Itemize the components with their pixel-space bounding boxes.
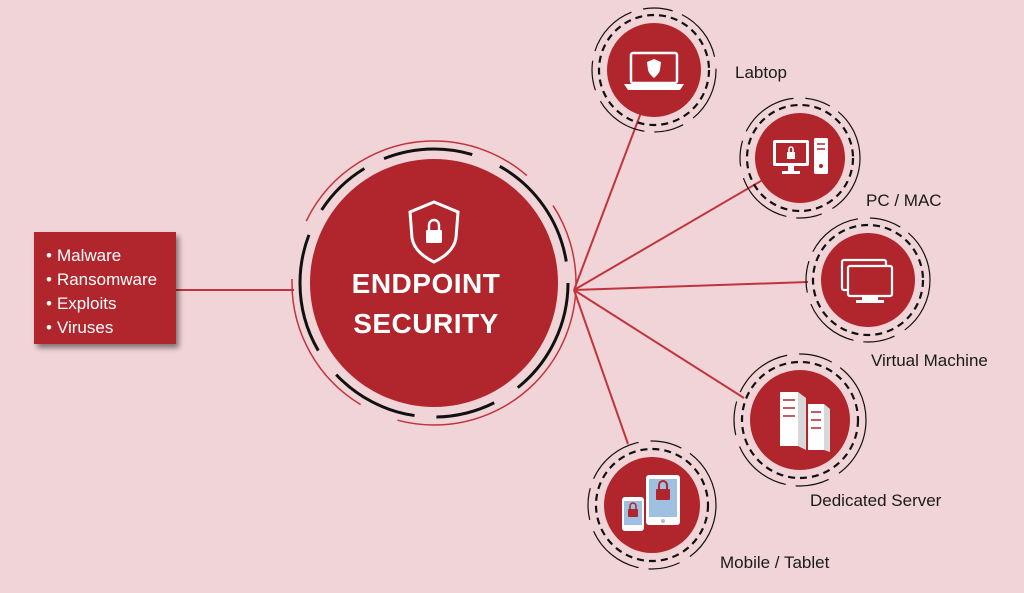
center-title-line1: ENDPOINT [351,268,501,299]
device-node-laptop [591,7,717,133]
connector-lines [176,109,809,445]
mobile-tablet-icon [622,475,680,531]
threats-box: Malware Ransomware Exploits Viruses [34,232,176,344]
server-icon [780,392,830,452]
device-node-pc [739,97,861,219]
shield-lock-icon [408,200,460,264]
laptop-icon [624,51,684,90]
threat-item-malware: Malware [46,244,176,268]
center-title-line2: SECURITY [353,308,499,339]
hub-circle [310,159,558,407]
device-node-server [733,353,867,487]
hub-outer-ring [291,140,577,426]
virtual-machine-icon [840,258,894,303]
device-label-vm: Virtual Machine [871,351,988,370]
device-label-laptop: Labtop [735,63,787,82]
desktop-pc-icon [773,138,828,174]
center-title: ENDPOINT SECURITY [310,264,542,344]
device-node-vm [805,217,931,343]
threat-item-viruses: Viruses [46,316,176,340]
connector-mobile [573,289,629,445]
device-label-mobile: Mobile / Tablet [720,553,830,572]
threat-item-exploits: Exploits [46,292,176,316]
device-node-mobile [587,440,717,570]
endpoint-security-hub [291,140,577,426]
threat-item-ransomware: Ransomware [46,268,176,292]
hub-inner-ring [298,147,570,419]
connector-vm [573,281,809,291]
connector-pc [573,177,767,291]
threats-list: Malware Ransomware Exploits Viruses [46,244,176,340]
device-label-pc: PC / MAC [866,191,942,210]
connector-server [573,289,745,399]
connector-laptop [573,109,643,291]
device-label-server: Dedicated Server [810,491,942,510]
